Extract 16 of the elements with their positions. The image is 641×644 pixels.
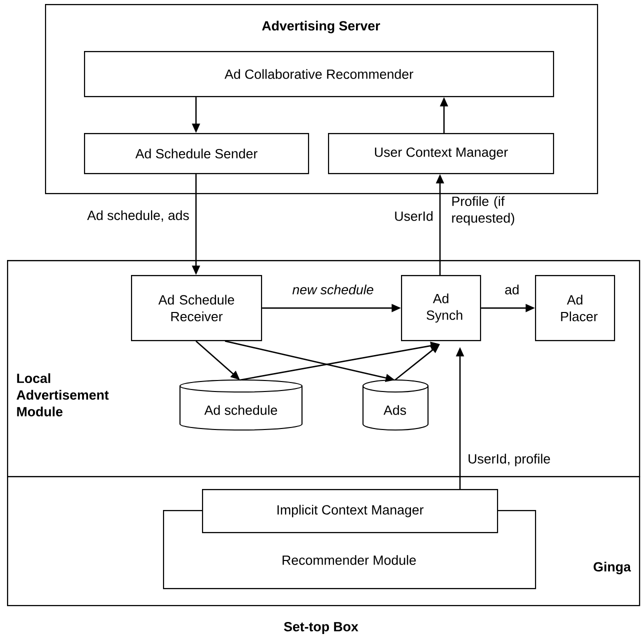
component-box: Ad Schedule Sender: [84, 133, 310, 174]
database-cylinder: Ad schedule: [179, 379, 303, 431]
edge-label: ad: [505, 284, 519, 294]
component-box: User Context Manager: [328, 133, 554, 174]
database-cylinder: Ads: [362, 379, 429, 431]
edge-label: UserId, profile: [468, 454, 550, 466]
component-box: Ad Synch: [401, 275, 482, 342]
node-label: Set-top Box: [284, 622, 358, 634]
component-box: Implicit Context Manager: [202, 489, 498, 534]
edge-label: Ad schedule, ads: [87, 210, 189, 222]
flow-label: Profile (if requested): [452, 196, 514, 226]
component-box: Ad Placer: [535, 275, 616, 342]
edge-label: new schedule: [292, 284, 374, 294]
edge-label: UserId: [395, 211, 433, 221]
component-box: Ad Collaborative Recommender: [84, 51, 554, 98]
component-box: Ad Schedule Receiver: [131, 275, 262, 342]
